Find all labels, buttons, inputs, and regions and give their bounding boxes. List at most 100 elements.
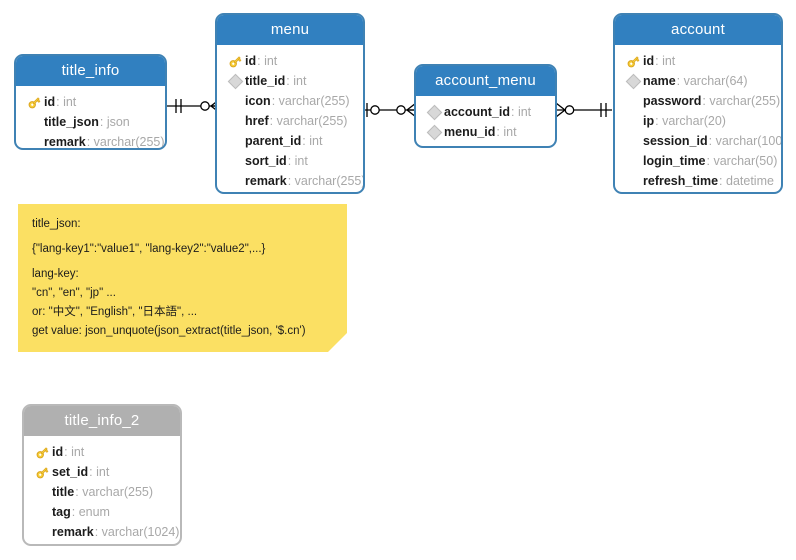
- field-row[interactable]: name : varchar(64): [615, 71, 781, 91]
- field-type: : varchar(255): [86, 135, 165, 149]
- key-icon: [32, 442, 52, 462]
- field-row[interactable]: ip : varchar(20): [615, 111, 781, 131]
- field-type: : int: [56, 95, 77, 109]
- field-row[interactable]: id : int: [615, 51, 781, 71]
- field-name: title: [52, 485, 75, 499]
- field-type: : int: [302, 134, 323, 148]
- field-type: : varchar(255): [702, 94, 781, 108]
- field-row[interactable]: sort_id : int: [217, 151, 363, 171]
- field-row[interactable]: remark : varchar(1024): [24, 522, 180, 542]
- field-row[interactable]: parent_id : int: [217, 131, 363, 151]
- no-marker: [225, 151, 245, 171]
- entity-account_menu[interactable]: account_menu account_id : int menu_id : …: [414, 64, 557, 148]
- field-name: session_id: [643, 134, 708, 148]
- no-marker: [24, 132, 44, 148]
- field-row[interactable]: title : varchar(255): [24, 482, 180, 502]
- field-type: : int: [286, 74, 307, 88]
- field-type: : int: [257, 54, 278, 68]
- field-type: : varchar(1024): [94, 525, 180, 539]
- field-row[interactable]: set_id : int: [24, 462, 180, 482]
- field-type: : json: [99, 115, 130, 129]
- field-type: : varchar(100): [708, 134, 783, 148]
- field-name: title_json: [44, 115, 99, 129]
- field-name: remark: [52, 525, 94, 539]
- field-row[interactable]: login_time : varchar(50): [615, 151, 781, 171]
- note-line: "cn", "en", "jp" ...: [32, 287, 116, 299]
- field-row[interactable]: id : int: [16, 92, 165, 112]
- field-row[interactable]: icon : varchar(255): [217, 91, 363, 111]
- field-type: : int: [655, 54, 676, 68]
- field-row[interactable]: refresh_time : datetime: [615, 171, 781, 191]
- note-line: {"lang-key1":"value1", "lang-key2":"valu…: [32, 243, 266, 255]
- note-fold-corner-icon: [328, 333, 347, 352]
- field-type: : varchar(255): [75, 485, 154, 499]
- entity-title_info-header: title_info: [16, 56, 165, 86]
- no-marker: [623, 111, 643, 131]
- field-name: remark: [245, 174, 287, 188]
- no-marker: [32, 502, 52, 522]
- field-row[interactable]: tag : enum: [24, 502, 180, 522]
- entity-account_menu-header: account_menu: [416, 66, 555, 96]
- no-marker: [225, 91, 245, 111]
- field-name: set_id: [52, 465, 89, 479]
- entity-title_info_2-fields: id : int set_id : int title : v: [24, 436, 180, 544]
- field-name: id: [643, 54, 655, 68]
- field-name: title_id: [245, 74, 286, 88]
- field-name: remark: [44, 135, 86, 149]
- field-row[interactable]: account_id : int: [416, 102, 555, 122]
- diamond-icon: [623, 71, 643, 91]
- field-type: : varchar(20): [655, 114, 726, 128]
- note-line: lang-key:: [32, 268, 79, 280]
- field-type: : varchar(255): [287, 174, 365, 188]
- diamond-icon: [424, 122, 444, 142]
- field-row[interactable]: title_id : int: [217, 71, 363, 91]
- field-type: : int: [89, 465, 110, 479]
- entity-menu-header: menu: [217, 15, 363, 45]
- field-name: name: [643, 74, 676, 88]
- no-marker: [32, 522, 52, 542]
- field-type: : varchar(255): [271, 94, 350, 108]
- entity-title_info[interactable]: title_info id : int title_json : json: [14, 54, 167, 150]
- key-icon: [24, 92, 44, 112]
- entity-account[interactable]: account id : int name : varchar(64): [613, 13, 783, 194]
- field-name: account_id: [444, 105, 510, 119]
- field-row[interactable]: title_json : json: [16, 112, 165, 132]
- no-marker: [225, 111, 245, 131]
- note-title_json[interactable]: title_json: {"lang-key1":"value1", "lang…: [18, 204, 347, 352]
- diamond-icon: [225, 71, 245, 91]
- note-content: title_json: {"lang-key1":"value1", "lang…: [18, 204, 347, 338]
- relationship-account_menu-account[interactable]: [556, 98, 612, 122]
- no-marker: [225, 171, 245, 191]
- field-row[interactable]: session_id : varchar(100): [615, 131, 781, 151]
- key-icon: [623, 51, 643, 71]
- field-row[interactable]: remark : varchar(255): [16, 132, 165, 149]
- key-icon: [32, 462, 52, 482]
- field-row[interactable]: password : varchar(255): [615, 91, 781, 111]
- no-marker: [32, 482, 52, 502]
- no-marker: [623, 91, 643, 111]
- field-name: parent_id: [245, 134, 302, 148]
- field-type: : datetime: [719, 174, 774, 188]
- field-row[interactable]: remark : varchar(255): [217, 171, 363, 191]
- field-name: password: [643, 94, 702, 108]
- field-row[interactable]: menu_id : int: [416, 122, 555, 142]
- field-name: sort_id: [245, 154, 287, 168]
- relationship-title_info-menu[interactable]: [166, 94, 220, 118]
- field-row[interactable]: id : int: [24, 442, 180, 462]
- note-line: title_json:: [32, 218, 81, 230]
- entity-menu[interactable]: menu id : int title_id : int: [215, 13, 365, 194]
- field-type: : int: [287, 154, 308, 168]
- no-marker: [225, 131, 245, 151]
- field-row[interactable]: href : varchar(255): [217, 111, 363, 131]
- entity-title_info_2-header: title_info_2: [24, 406, 180, 436]
- field-type: : enum: [71, 505, 110, 519]
- field-name: menu_id: [444, 125, 496, 139]
- entity-title_info_2[interactable]: title_info_2 id : int: [22, 404, 182, 546]
- field-type: : varchar(50): [706, 154, 778, 168]
- field-name: tag: [52, 505, 71, 519]
- field-name: login_time: [643, 154, 706, 168]
- field-row[interactable]: id : int: [217, 51, 363, 71]
- field-type: : int: [64, 445, 85, 459]
- relationship-menu-account_menu[interactable]: [364, 98, 416, 122]
